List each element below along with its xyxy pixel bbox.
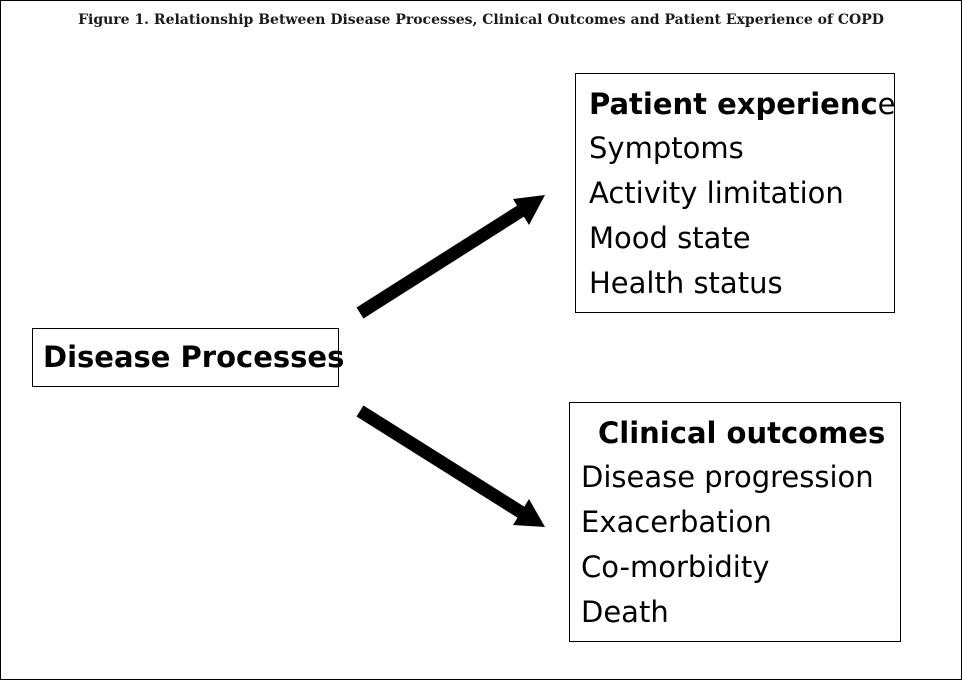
arrow-disease-to-clinical-head — [513, 499, 545, 527]
clinical-outcomes-list: Disease progression Exacerbation Co-morb… — [581, 455, 900, 635]
arrow-disease-to-clinical-shaft — [356, 405, 531, 522]
arrow-disease-to-clinical — [356, 405, 545, 527]
disease-processes-label: Disease Processes — [43, 340, 345, 374]
clinical-outcomes-item-disease-progression: Disease progression — [581, 460, 874, 494]
clinical-outcomes-box: Clinical outcomes Disease progression Ex… — [569, 402, 901, 642]
patient-experience-box: Patient experience Symptoms Activity lim… — [575, 73, 896, 313]
patient-experience-item-mood-state: Mood state — [589, 221, 751, 255]
clinical-outcomes-item-exacerbation: Exacerbation — [581, 505, 772, 539]
patient-experience-title-main: Patient experienc — [589, 87, 878, 121]
figure-title: Figure 1. Relationship Between Disease P… — [78, 12, 884, 28]
patient-experience-item-activity-limitation: Activity limitation — [589, 176, 844, 210]
arrow-disease-to-patient-shaft — [356, 201, 531, 319]
patient-experience-title: Patient experience — [589, 84, 896, 124]
patient-experience-list: Symptoms Activity limitation Mood state … — [589, 126, 894, 306]
clinical-outcomes-item-death: Death — [581, 595, 669, 629]
clinical-outcomes-title: Clinical outcomes — [598, 416, 886, 450]
patient-experience-item-health-status: Health status — [589, 266, 783, 300]
arrow-disease-to-patient — [356, 195, 545, 319]
patient-experience-item-symptoms: Symptoms — [589, 131, 744, 165]
disease-processes-box: Disease Processes — [32, 328, 345, 387]
arrow-disease-to-patient-head — [513, 195, 545, 225]
patient-experience-title-tail: e — [877, 87, 896, 121]
clinical-outcomes-item-co-morbidity: Co-morbidity — [581, 550, 770, 584]
